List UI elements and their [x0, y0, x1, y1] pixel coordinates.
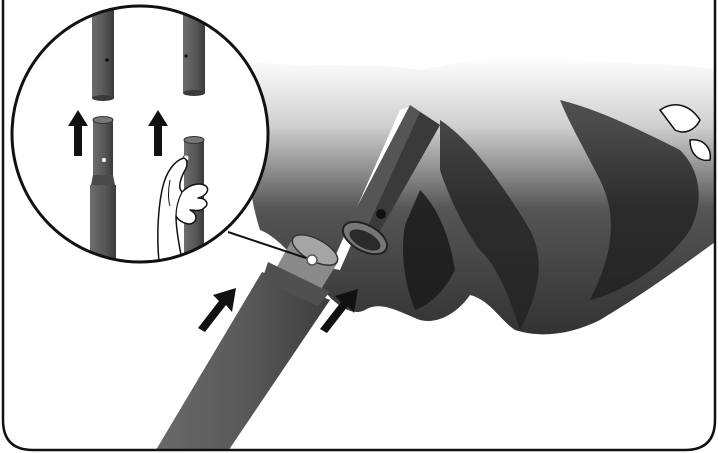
up-arrow-icon — [198, 288, 236, 332]
detail-magnifier — [10, 4, 270, 264]
canopy-fold — [403, 190, 455, 310]
detail-upper-tube-right — [183, 6, 205, 93]
detail-leader-line — [227, 231, 307, 259]
detail-upper-tube-left — [92, 6, 114, 98]
spring-button — [306, 254, 318, 266]
up-arrow-icon — [320, 289, 358, 333]
detail-circle-border — [10, 4, 270, 264]
canopy-fold — [560, 100, 699, 300]
canopy-edge — [658, 104, 701, 133]
canopy-fold — [440, 120, 539, 330]
up-arrow-icon — [68, 110, 88, 156]
upper-pole — [341, 105, 440, 256]
main-scene — [150, 55, 715, 450]
upper-pole-hole — [376, 209, 386, 219]
canopy-edge — [689, 139, 712, 162]
lower-pole — [150, 234, 339, 450]
hand-icon — [157, 157, 209, 262]
up-arrow-icon — [148, 110, 168, 156]
